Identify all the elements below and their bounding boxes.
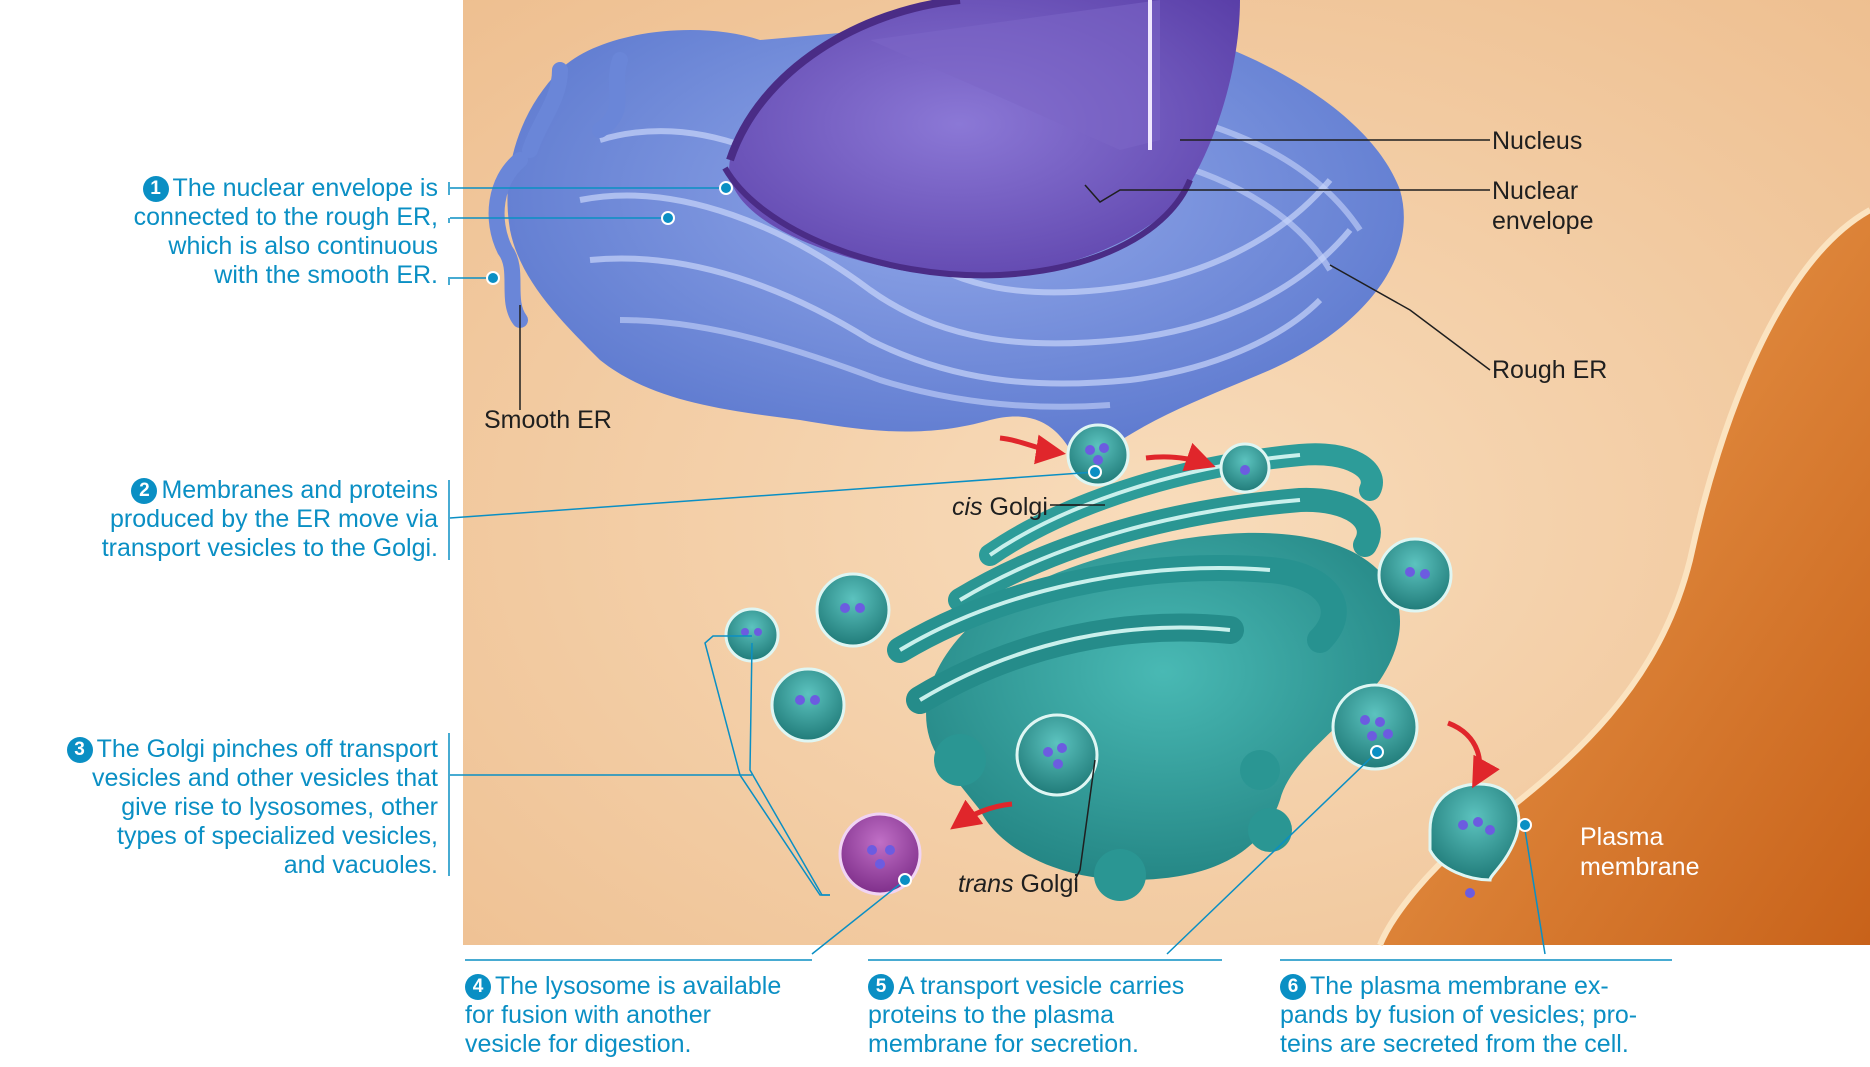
step-1-badge: 1 [142, 176, 169, 202]
anchor-dots [486, 181, 1532, 887]
nucleus [722, 0, 1240, 279]
smooth-er [488, 52, 628, 328]
transport-vesicles [724, 423, 1521, 898]
er-to-golgi-vesicle-1 [1066, 423, 1130, 487]
step-4-badge: 4 [465, 974, 491, 1000]
secretory-vesicle [1331, 683, 1419, 771]
vesicle-e [1377, 537, 1453, 613]
vesicle-a [724, 607, 780, 663]
label-nucleus: Nucleus [1492, 127, 1583, 155]
label-rough-er: Rough ER [1492, 356, 1608, 384]
movement-arrows [950, 434, 1500, 830]
vesicle-d [1015, 713, 1099, 797]
leader-lines-black [519, 139, 1491, 881]
step-2-badge: 2 [131, 478, 158, 504]
vesicle-c [770, 667, 846, 743]
fusing-vesicle [1428, 782, 1521, 898]
plasma-membrane-edge [1377, 207, 1870, 947]
lysosome [838, 812, 922, 896]
label-cis-golgi: cis Golgi [952, 493, 1048, 521]
step-6-badge: 6 [1280, 974, 1306, 1000]
label-nuclear-envelope: Nuclear envelope [1492, 177, 1594, 235]
leader-lines-blue [448, 182, 1546, 955]
label-smooth-er: Smooth ER [484, 406, 612, 434]
er-to-golgi-vesicle-2 [1219, 442, 1271, 494]
label-plasma-membrane: Plasma membrane [1580, 823, 1700, 881]
arrow-vesicle-to-golgi [1145, 442, 1216, 472]
step-3-badge: 3 [66, 737, 93, 763]
arrow-to-plasma-membrane [1447, 720, 1500, 789]
vesicle-b [815, 572, 891, 648]
arrow-to-lysosome [950, 799, 1013, 830]
outside-cell-region [1380, 210, 1870, 945]
step-5-badge: 5 [868, 974, 894, 1000]
arrow-er-to-vesicle [999, 434, 1066, 465]
label-trans-golgi: trans Golgi [958, 870, 1079, 898]
